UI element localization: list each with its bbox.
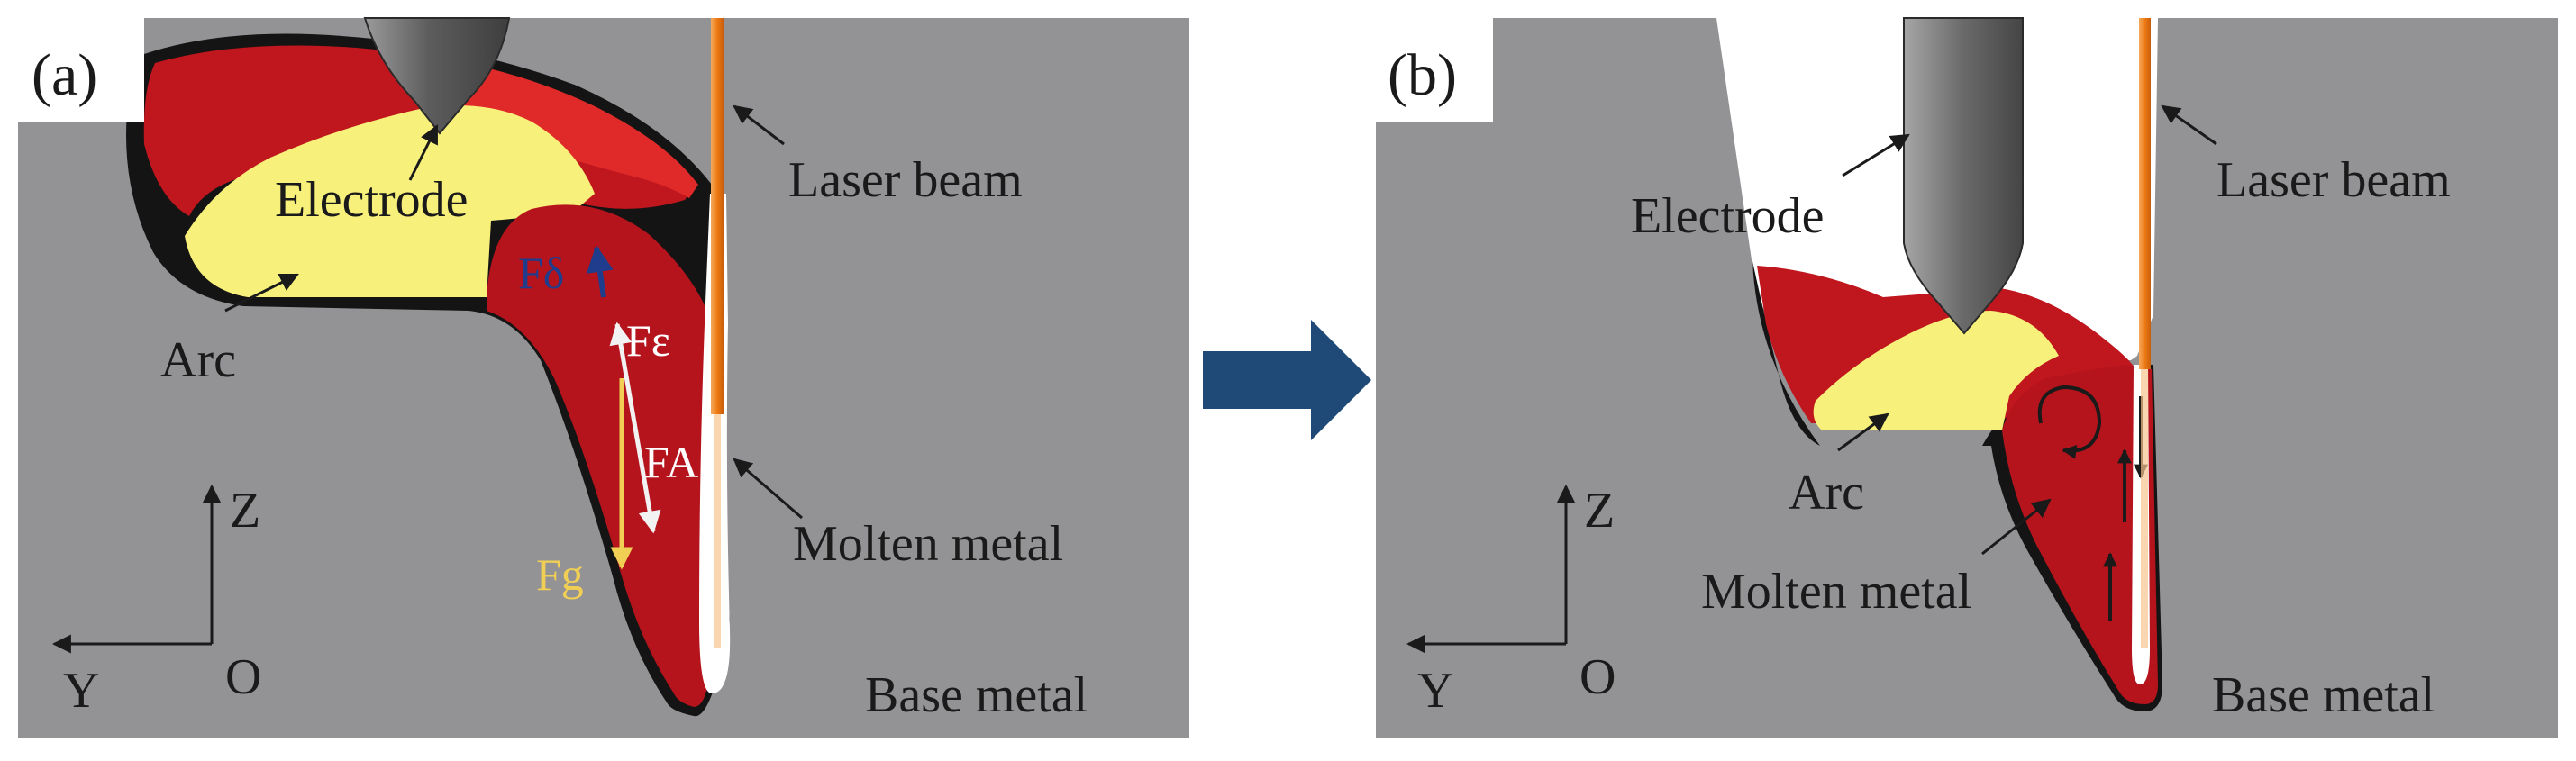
arc-region-b xyxy=(1813,311,2059,430)
force-delta-arrow xyxy=(587,245,614,298)
force-delta-label: Fδ xyxy=(518,248,564,298)
axis-z-label-b: Z xyxy=(1584,483,1615,539)
laser-beam-label-a: Laser beam xyxy=(788,152,1023,208)
molten-metal-label-a: Molten metal xyxy=(793,516,1063,572)
arc-label-b: Arc xyxy=(1789,465,1864,521)
panel-b-tag-bg xyxy=(1376,18,1493,122)
leader-laser-a xyxy=(733,104,785,146)
panel-b-tag: (b) xyxy=(1388,42,1457,108)
axis-o-label-b: O xyxy=(1579,649,1616,705)
electrode-label-a: Electrode xyxy=(275,172,469,228)
laser-beam-a xyxy=(711,18,724,414)
weld-outline-b xyxy=(1752,261,2162,711)
panel-a-tag-bg xyxy=(18,18,144,122)
molten-metal-label-b: Molten metal xyxy=(1701,564,1971,620)
force-epsilon-arrow xyxy=(609,322,661,534)
laser-beam-tip-a xyxy=(714,414,721,648)
leader-electrode-b xyxy=(1842,133,1910,177)
leader-laser-b xyxy=(2161,104,2217,146)
electrode-b xyxy=(1903,17,2024,335)
leader-arc-b xyxy=(1837,412,1889,452)
base-metal-label-b: Base metal xyxy=(2212,667,2435,723)
laser-beam-label-b: Laser beam xyxy=(2216,152,2451,208)
force-a-label: FA xyxy=(644,437,698,487)
leader-molten-b xyxy=(1981,498,2052,556)
electrode-label-b: Electrode xyxy=(1631,188,1825,244)
panel-b: (b) Electrode Laser beam Arc Molten meta… xyxy=(1376,17,2558,738)
leader-arc-a xyxy=(224,273,299,313)
base-metal-label-a: Base metal xyxy=(865,667,1088,723)
panel-a: Fδ Fε FA Fg (a) Electrode Laser beam Arc… xyxy=(18,17,1189,738)
arc-region-a xyxy=(185,105,595,298)
force-epsilon-label: Fε xyxy=(626,315,670,366)
flow-loop-b xyxy=(2037,385,2102,459)
axis-y-label-a: Y xyxy=(63,663,99,719)
panel-a-tag: (a) xyxy=(32,42,97,108)
electrode-a xyxy=(363,17,511,135)
leader-electrode-a xyxy=(408,124,439,181)
laser-beam-tip-b xyxy=(2141,369,2148,648)
force-g-label: Fg xyxy=(536,549,584,600)
transition-arrow xyxy=(1203,320,1371,440)
axis-z-label-a: Z xyxy=(230,483,260,539)
axis-y-label-b: Y xyxy=(1417,663,1453,719)
axis-o-label-a: O xyxy=(225,649,261,705)
arc-label-a: Arc xyxy=(160,332,236,388)
laser-beam-b xyxy=(2139,18,2151,369)
leader-molten-a xyxy=(733,458,803,520)
